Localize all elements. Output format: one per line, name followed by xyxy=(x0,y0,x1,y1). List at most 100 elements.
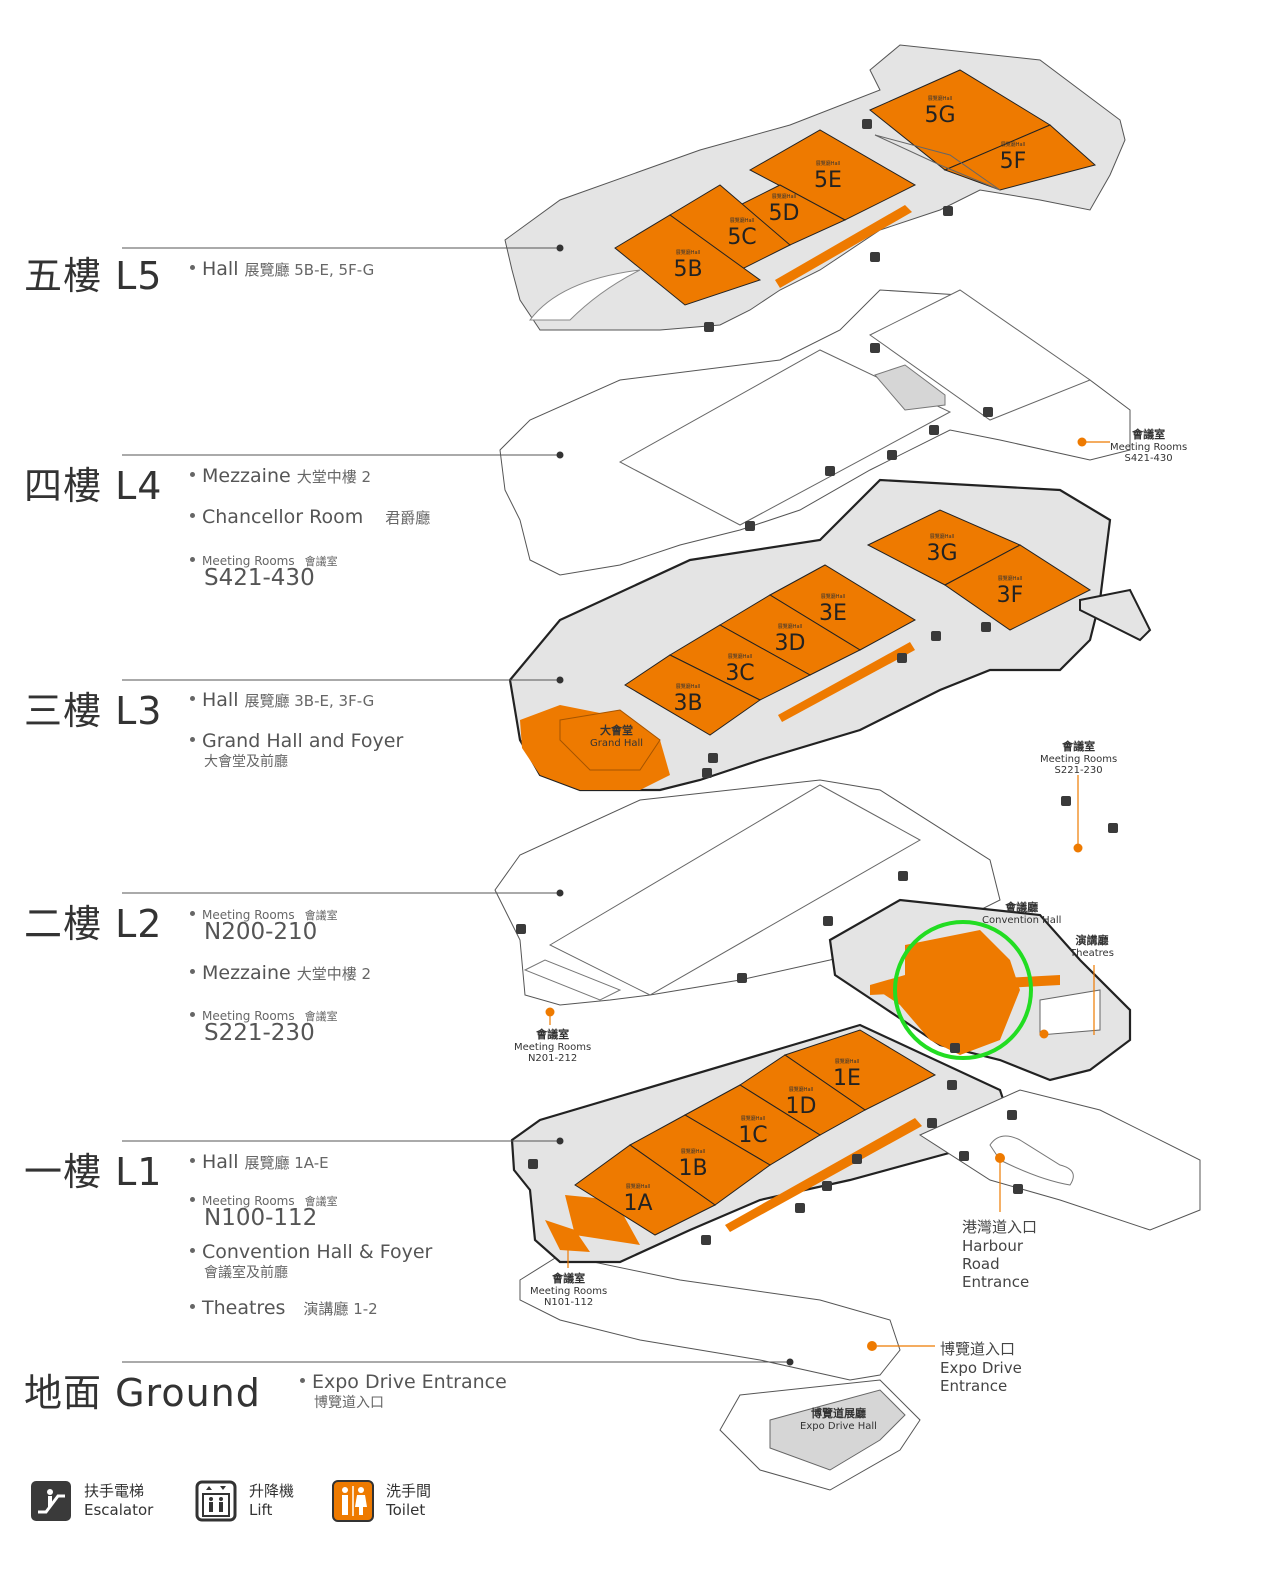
hall-5b-sublabel: 展覽廳Hall xyxy=(676,249,701,256)
escalator-icon xyxy=(950,1043,960,1053)
escalator-icon xyxy=(1061,796,1071,806)
hall-3f-sublabel: 展覽廳Hall xyxy=(998,575,1023,582)
l1-convention-item: Convention Hall & Foyer 會議室及前廳 xyxy=(190,1241,432,1282)
escalator-icon xyxy=(929,425,939,435)
hall-5e-sublabel: 展覽廳Hall xyxy=(816,160,841,167)
harbour-road-entrance-label: 港灣道入口 Harbour Road Entrance xyxy=(962,1218,1038,1291)
escalator-icon xyxy=(959,1151,969,1161)
toilet-icon xyxy=(332,1480,374,1522)
escalator-icon xyxy=(702,768,712,778)
hall-3f-label: 3F xyxy=(997,583,1024,608)
l3-meeting-rooms-label: 會議室 Meeting Rooms S221-230 xyxy=(1040,740,1118,776)
l3-floor-plan: 展覽廳Hall3G展覽廳Hall3F展覽廳Hall3E展覽廳Hall3D展覽廳H… xyxy=(122,478,1152,792)
escalator-icon xyxy=(947,1080,957,1090)
hall-5c-label: 5C xyxy=(727,225,756,250)
l4-meeting-rooms-label: 會議室 Meeting Rooms S421-430 xyxy=(1110,428,1188,464)
l2-floor-plan xyxy=(122,775,1132,1082)
hall-5f-label: 5F xyxy=(1000,149,1027,174)
hall-1b-sublabel: 展覽廳Hall xyxy=(681,1148,706,1155)
escalator-icon xyxy=(708,753,718,763)
escalator-icon xyxy=(931,631,941,641)
expo-drive-entrance-label: 博覽道入口 Expo Drive Entrance xyxy=(940,1340,1022,1395)
floor-title-l4: 四樓 L4 xyxy=(24,464,163,508)
hall-5b-block[interactable] xyxy=(614,214,762,306)
hall-3c-label: 3C xyxy=(725,661,754,686)
hall-1c-label: 1C xyxy=(738,1123,767,1148)
expo-drive-hall-label: 博覽道展廳 Expo Drive Hall xyxy=(800,1407,877,1432)
escalator-icon xyxy=(1013,1184,1023,1194)
escalator-icon xyxy=(31,1481,71,1521)
floor-title-ground: 地面 Ground xyxy=(24,1371,261,1415)
hall-5g-label: 5G xyxy=(924,103,955,128)
l2-meeting-rooms-label: 會議室 Meeting Rooms N201-212 xyxy=(514,1028,592,1064)
ground-expo-item: Expo Drive Entrance 博覽道入口 xyxy=(300,1371,507,1412)
lift-icon xyxy=(195,1480,237,1522)
hall-3d-sublabel: 展覽廳Hall xyxy=(778,623,803,630)
hall-5d-sublabel: 展覽廳Hall xyxy=(772,193,797,200)
hall-5f-block[interactable] xyxy=(943,124,1097,191)
hall-5c-sublabel: 展覽廳Hall xyxy=(730,217,755,224)
highlight-circle xyxy=(893,920,1033,1060)
escalator-icon xyxy=(927,1118,937,1128)
hall-3b-block[interactable] xyxy=(624,654,761,736)
hall-3c-sublabel: 展覽廳Hall xyxy=(728,653,753,660)
escalator-icon xyxy=(737,973,747,983)
escalator-icon xyxy=(745,521,755,531)
escalator-icon xyxy=(870,343,880,353)
hall-3g-sublabel: 展覽廳Hall xyxy=(930,533,955,540)
hall-1a-block[interactable] xyxy=(574,1144,716,1236)
escalator-icon xyxy=(870,252,880,262)
hall-1e-label: 1E xyxy=(833,1066,861,1091)
plan-escalator-icons xyxy=(516,119,1118,1245)
hall-5e-label: 5E xyxy=(814,168,842,193)
floor-title-l1: 一樓 L1 xyxy=(24,1150,163,1194)
escalator-icon xyxy=(516,924,526,934)
hall-5b-label: 5B xyxy=(673,257,702,282)
l4-floor-plan xyxy=(122,289,1131,576)
l3-grand-hall-item: Grand Hall and Foyer 大會堂及前廳 xyxy=(190,730,403,771)
escalator-icon xyxy=(862,119,872,129)
hall-1b-label: 1B xyxy=(678,1156,707,1181)
hall-3d-label: 3D xyxy=(775,631,806,656)
escalator-icon xyxy=(528,1159,538,1169)
hall-5g-sublabel: 展覽廳Hall xyxy=(928,95,953,102)
hall-1d-sublabel: 展覽廳Hall xyxy=(789,1086,814,1093)
escalator-icon xyxy=(897,653,907,663)
hall-3b-sublabel: 展覽廳Hall xyxy=(676,683,701,690)
escalator-icon xyxy=(823,916,833,926)
hall-3f-block[interactable] xyxy=(944,544,1092,631)
convention-hall-label: 會議廳 Convention Hall xyxy=(982,901,1062,926)
ground-floor-plan xyxy=(122,1254,935,1491)
hall-1d-label: 1D xyxy=(786,1094,817,1119)
escalator-icon xyxy=(983,407,993,417)
escalator-icon xyxy=(898,871,908,881)
hall-1e-sublabel: 展覽廳Hall xyxy=(835,1058,860,1065)
escalator-icon xyxy=(1007,1110,1017,1120)
l5-floor-plan: 展覽廳Hall5G展覽廳Hall5F展覽廳Hall5E展覽廳Hall5D展覽廳H… xyxy=(122,44,1126,331)
escalator-icon xyxy=(825,466,835,476)
hall-3g-label: 3G xyxy=(926,541,957,566)
floor-title-l3: 三樓 L3 xyxy=(24,689,163,733)
floor-title-l2: 二樓 L2 xyxy=(24,902,163,946)
escalator-icon xyxy=(852,1154,862,1164)
hall-3e-sublabel: 展覽廳Hall xyxy=(821,593,846,600)
escalator-icon xyxy=(704,322,714,332)
grand-hall-label: 大會堂 Grand Hall xyxy=(590,724,644,749)
escalator-icon xyxy=(887,450,897,460)
theatres-label: 演講廳 Theatres xyxy=(1070,934,1114,959)
l1-floor-plan: 展覽廳Hall1E展覽廳Hall1D展覽廳Hall1C展覽廳Hall1B展覽廳H… xyxy=(122,1023,1201,1268)
escalator-icon xyxy=(981,622,991,632)
